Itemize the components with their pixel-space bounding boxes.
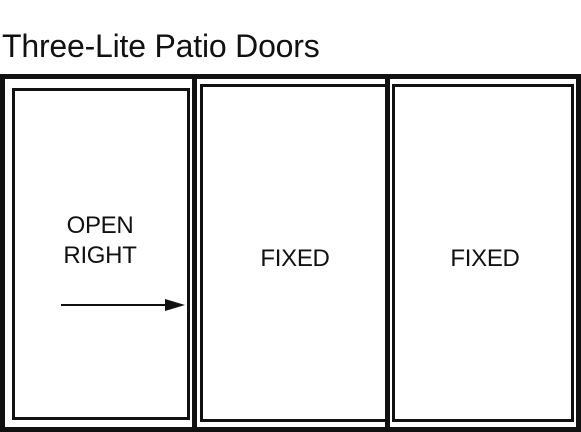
panel-label-line-fixed: FIXED: [260, 245, 330, 272]
panel-divider-1: [192, 79, 197, 427]
door-frame: OPEN RIGHT FIXED FIXED: [0, 74, 581, 432]
panel-label-line-right: RIGHT: [63, 242, 137, 269]
panel-label-fixed-middle: FIXED: [220, 244, 370, 274]
diagram-title: Three-Lite Patio Doors: [2, 28, 320, 64]
panel-label-line-fixed: FIXED: [450, 245, 520, 272]
panel-label-open-right: OPEN RIGHT: [35, 211, 165, 271]
panel-fixed-right-sash: [392, 84, 574, 422]
panel-label-fixed-right: FIXED: [410, 244, 560, 274]
panel-open-right-sash: [12, 88, 190, 420]
panel-divider-2: [385, 79, 390, 427]
panel-label-line-open: OPEN: [66, 212, 134, 239]
arrow-right-icon: [61, 299, 185, 311]
